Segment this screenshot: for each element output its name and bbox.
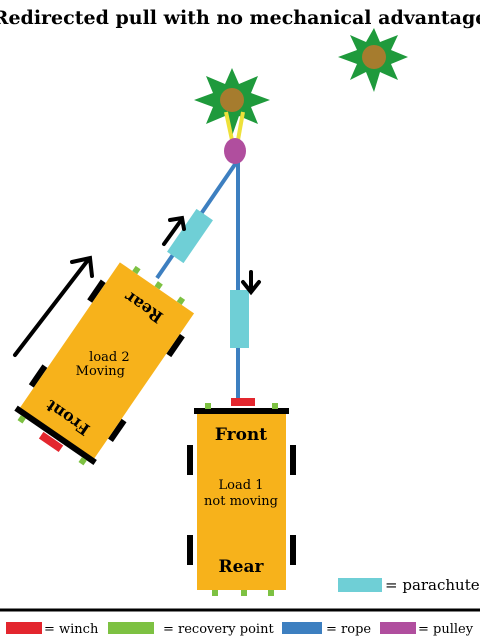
- legend-parachute-swatch: [338, 578, 382, 592]
- legend-winch-label: = winch: [44, 622, 99, 637]
- load2-winch: [38, 431, 64, 453]
- diagram-title: Redirected pull with no mechanical advan…: [0, 7, 480, 29]
- legend-parachute: = parachute: [338, 576, 480, 594]
- load2-tire-rear-left: [87, 279, 106, 303]
- load1-status: not moving: [204, 494, 278, 509]
- tree-trunk-icon: [362, 45, 386, 69]
- legend-pulley-swatch: [380, 622, 416, 634]
- load2-title: load 2: [89, 350, 129, 365]
- arrow-load2-motion-icon: [13, 255, 94, 357]
- anchor-strap-right: [236, 111, 245, 141]
- load1-vehicle: Front Load 1 not moving Rear: [187, 398, 296, 596]
- anchor-strap-left: [224, 111, 234, 141]
- load1-tire-front-left: [187, 445, 193, 475]
- load2-recovery-point-rear-1: [132, 265, 141, 275]
- background-tree: [338, 28, 408, 92]
- load2-status: Moving: [76, 364, 125, 379]
- legend-row: = winch = recovery point = rope = pulley: [6, 622, 474, 637]
- load2-recovery-point-rear-3: [176, 296, 186, 305]
- load2-body: [17, 262, 195, 462]
- load2-recovery-point-front-left: [17, 415, 26, 424]
- load2-front-bumper: [14, 405, 97, 466]
- load1-recovery-point-right: [272, 403, 278, 409]
- rope: [155, 158, 240, 402]
- load2-tire-rear-right: [166, 333, 185, 358]
- load1-recovery-point-left: [205, 403, 211, 409]
- load1-rear-label: Rear: [219, 557, 265, 577]
- parachute-load1: [230, 290, 249, 348]
- arrow-load1-down-icon: [241, 270, 261, 296]
- pulley-icon: [224, 138, 246, 164]
- load1-recovery-point-rear-3: [268, 590, 274, 596]
- parachute-load2: [167, 208, 213, 264]
- load1-recovery-point-rear-2: [241, 590, 247, 596]
- load1-body: [197, 410, 286, 590]
- legend-winch-swatch: [6, 622, 42, 634]
- load2-recovery-point-rear-2: [154, 281, 163, 290]
- load2-tire-front-left: [28, 364, 48, 388]
- legend-parachute-label: = parachute: [385, 576, 480, 594]
- load1-tire-front-right: [290, 445, 296, 475]
- legend-rope-label: = rope: [326, 622, 371, 637]
- load1-tire-rear-left: [187, 535, 193, 565]
- anchor-tree-trunk-icon: [220, 88, 244, 112]
- load2-tire-front-right: [107, 418, 127, 442]
- load2-recovery-point-front-right: [78, 457, 87, 466]
- load2-vehicle: Rear load 2 Moving Front: [14, 262, 195, 466]
- anchor-strap: [224, 111, 245, 141]
- load1-winch: [231, 398, 255, 406]
- legend-rope-swatch: [282, 622, 322, 634]
- load1-front-label: Front: [215, 425, 267, 445]
- legend-recovery-point-label: = recovery point: [163, 622, 274, 637]
- legend-pulley-label: = pulley: [418, 622, 474, 637]
- load1-recovery-point-rear-1: [212, 590, 218, 596]
- legend-recovery-point-swatch: [108, 622, 154, 634]
- anchor-tree: [194, 68, 270, 136]
- load1-title: Load 1: [219, 478, 264, 493]
- load1-front-bumper: [194, 408, 289, 414]
- load1-tire-rear-right: [290, 535, 296, 565]
- arrow-rope-load2-icon: [162, 215, 186, 246]
